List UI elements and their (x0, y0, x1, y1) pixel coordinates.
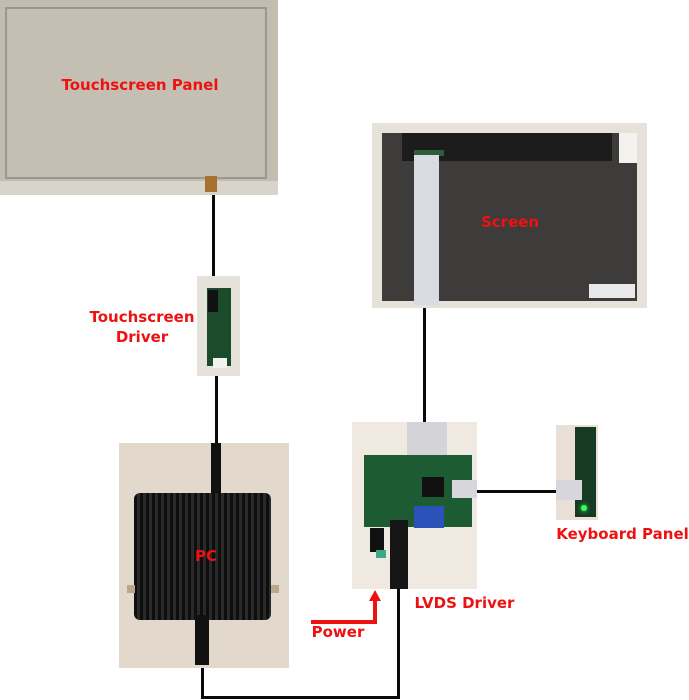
touchscreen-panel-label: Touchscreen Panel (61, 76, 219, 94)
lvds-power-jack (370, 528, 384, 552)
ribbon-connector (414, 150, 444, 156)
touchscreen-bottom-edge (0, 181, 278, 195)
wire-pc-to-lvds-vertical-left (201, 665, 204, 699)
touchscreen-driver-label-line1: Touchscreen (89, 308, 195, 326)
screen-label: Screen (480, 213, 540, 231)
wire-driver-to-pc (215, 375, 218, 445)
pc-antenna-port-right (271, 585, 279, 593)
lvds-keyboard-ribbon (452, 480, 477, 498)
driver-connector (208, 290, 218, 312)
screen-photo (372, 123, 647, 308)
wire-screen-to-lvds (423, 308, 426, 424)
power-arrow-vertical (373, 598, 377, 624)
touchscreen-driver-photo (197, 276, 240, 376)
pc-photo (119, 443, 289, 668)
lcd-sticker (589, 284, 635, 298)
pc-label: PC (194, 547, 217, 565)
lvds-ribbon-cable (407, 422, 447, 457)
power-arrow-horizontal (311, 620, 377, 624)
pc-antenna-port-left (127, 585, 135, 593)
touchscreen-flex-cable (205, 176, 217, 192)
touchscreen-frame (5, 7, 267, 179)
wire-touchpanel-to-driver (212, 192, 215, 278)
keyboard-led-icon (581, 505, 587, 511)
lvds-power-terminal (376, 550, 386, 558)
driver-plug (213, 358, 227, 368)
lvds-vga-port (414, 506, 444, 528)
pc-usb-cable-top (211, 443, 221, 495)
lvds-driver-label: LVDS Driver (414, 594, 515, 612)
pc-hdmi-cable (195, 615, 209, 665)
power-arrow-head-icon (369, 590, 381, 601)
lvds-hdmi-cable (390, 520, 408, 589)
lvds-driver-photo (352, 422, 477, 589)
touchscreen-driver-label-line2: Driver (115, 328, 169, 346)
power-label: Power (311, 623, 365, 641)
wire-pc-to-lvds-vertical-right (397, 589, 400, 699)
lcd-ribbon-cable (414, 155, 439, 305)
lvds-chip (422, 477, 444, 497)
pc-heatsink-case (134, 493, 271, 620)
keyboard-ribbon (556, 480, 582, 500)
touchscreen-panel-photo (0, 0, 278, 195)
wire-pc-to-lvds-bottom (201, 696, 400, 699)
keyboard-panel-photo (556, 425, 598, 520)
lcd-glare (619, 133, 637, 163)
keyboard-pcb (575, 427, 596, 517)
keyboard-panel-label: Keyboard Panel (556, 525, 689, 543)
wire-lvds-to-keyboard (477, 490, 557, 493)
